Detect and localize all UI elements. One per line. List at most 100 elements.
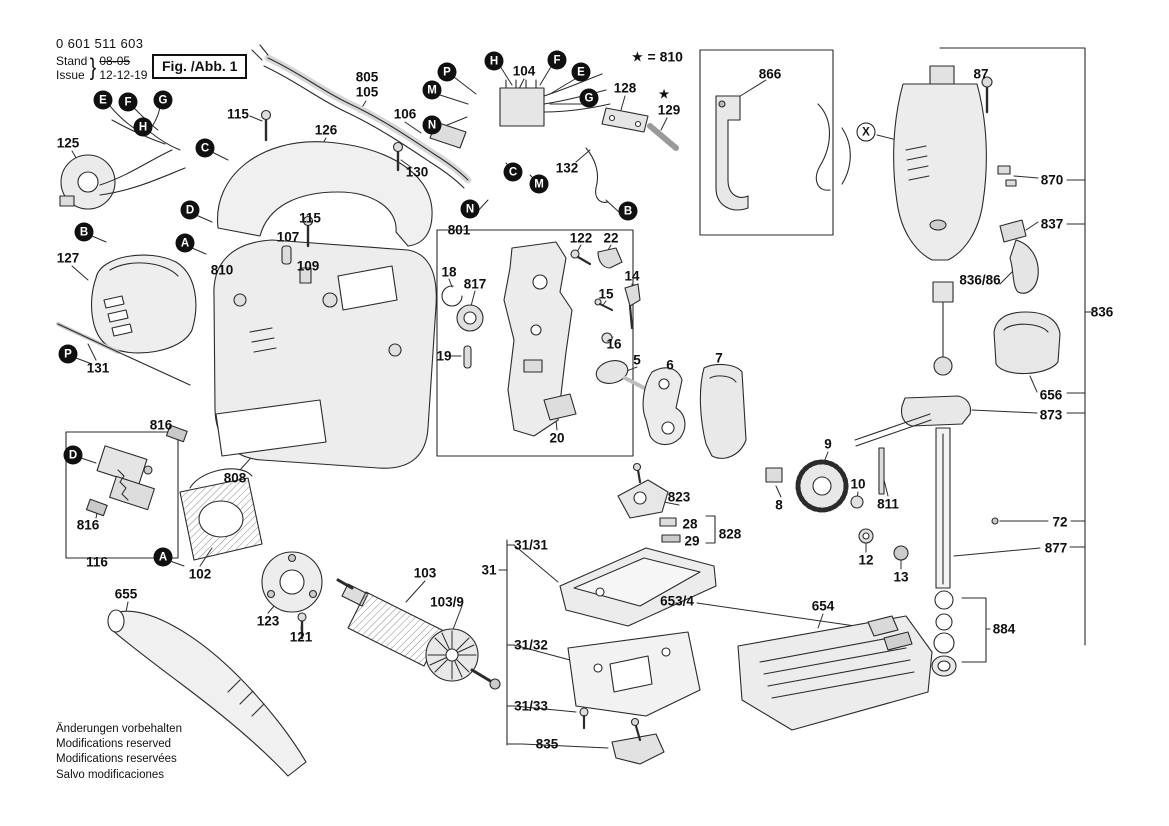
part-number-label: 810 (210, 262, 234, 278)
part-number-label: 126 (314, 122, 338, 138)
part-number-label: 801 (447, 222, 471, 238)
part-number-label: 837 (1040, 216, 1064, 232)
parts-shapes (56, 44, 1061, 777)
part-number-label: 655 (114, 586, 138, 602)
part-number-label: 835 (535, 736, 559, 752)
part-number-label: 107 (276, 229, 300, 245)
part-number-label: 103/9 (430, 594, 464, 610)
part-number-label: 31 (481, 562, 497, 578)
callout-a-badge: A (175, 233, 195, 253)
star-marker: ★ (657, 86, 671, 102)
callout-d-badge: D (63, 445, 83, 465)
leader-lines (71, 64, 1049, 749)
star-legend: ★ = 810 (631, 48, 683, 65)
part-number-label: 130 (405, 164, 429, 180)
part-number-label: 121 (289, 629, 313, 645)
part-number-label: 8 (775, 497, 783, 513)
part-number-label: 16 (606, 336, 622, 352)
part-number-label: 31/32 (514, 637, 548, 653)
callout-h-badge: H (484, 51, 504, 71)
callout-n-badge: N (460, 199, 480, 219)
part-number-label: 31/31 (514, 537, 548, 553)
issue-label: Issue (56, 68, 85, 83)
part-number-label: 823 (667, 489, 691, 505)
part-number-label: 128 (613, 80, 637, 96)
part-number-label: 104 (512, 63, 536, 79)
part-number-label: 5 (633, 352, 641, 368)
group-boxes (65, 47, 1093, 746)
part-number-label: 87 (973, 66, 989, 82)
superseded-date: 08-05 (99, 54, 131, 68)
part-number-label: 123 (256, 613, 280, 629)
footer-line: Modifications reserved (56, 738, 172, 751)
callout-p-badge: P (58, 344, 78, 364)
part-number-label: 14 (624, 268, 640, 284)
part-number-label: 22 (603, 230, 619, 246)
part-number-label: 9 (824, 436, 832, 452)
part-number-label: 13 (893, 569, 909, 585)
figure-label: Fig. /Abb. 1 (152, 54, 248, 79)
title-block: 0 601 511 603 Stand Issue } 08-05 12-12-… (56, 36, 147, 83)
issue-date: 12-12-19 (99, 68, 148, 83)
callout-f-badge: F (547, 50, 567, 70)
part-number-label: 653/4 (660, 593, 694, 609)
part-number-label: 131 (86, 360, 110, 376)
part-number-label: 127 (56, 250, 80, 266)
callout-b-badge: B (74, 222, 94, 242)
callout-d-badge: D (180, 200, 200, 220)
part-number-label: 116 (86, 554, 108, 570)
part-number-label: 72 (1052, 514, 1068, 530)
part-number-label: 884 (992, 621, 1016, 637)
part-number-label: 877 (1044, 540, 1068, 556)
callout-a-badge: A (153, 547, 173, 567)
issue-block: Stand Issue } 08-05 12-12-19 (56, 54, 147, 83)
document-number: 0 601 511 603 (56, 36, 144, 51)
callout-e-badge: E (93, 90, 113, 110)
part-number-label: 125 (56, 135, 80, 151)
part-number-label: 19 (436, 348, 452, 364)
part-number-label: 866 (758, 66, 782, 82)
callout-x-badge: X (856, 122, 876, 142)
part-number-label: 7 (715, 350, 723, 366)
part-number-label: 31/33 (514, 698, 548, 714)
callout-g-badge: G (153, 90, 173, 110)
callout-n-badge: N (422, 115, 442, 135)
callout-c-badge: C (503, 162, 523, 182)
part-number-label: 122 (569, 230, 593, 246)
footer-line: Änderungen vorbehalten (56, 723, 182, 735)
callout-m-badge: M (422, 80, 442, 100)
part-number-label: 816 (76, 517, 100, 533)
part-number-label: 805 (355, 69, 379, 85)
part-number-label: 817 (463, 276, 487, 292)
part-number-label: 115 (227, 106, 249, 122)
part-number-label: 12 (858, 552, 874, 568)
part-number-label: 105 (355, 84, 379, 100)
part-number-label: 870 (1040, 172, 1064, 188)
part-number-label: 106 (393, 106, 417, 122)
part-number-label: 811 (877, 496, 899, 512)
part-number-label: 103 (413, 565, 437, 581)
brace-glyph: } (90, 54, 97, 82)
callout-h-badge: H (133, 117, 153, 137)
part-number-label: 109 (296, 258, 320, 274)
part-number-label: 15 (598, 286, 614, 302)
stand-label: Stand (56, 54, 88, 68)
callout-c-badge: C (195, 138, 215, 158)
part-number-label: 102 (188, 566, 212, 582)
callout-p-badge: P (437, 62, 457, 82)
footer-line: Salvo modificaciones (56, 768, 165, 781)
callout-b-badge: B (618, 201, 638, 221)
part-number-label: 816 (149, 417, 173, 433)
part-number-label: 836 (1090, 304, 1114, 320)
part-number-label: 20 (549, 430, 565, 446)
callout-f-badge: F (118, 92, 138, 112)
part-number-label: 828 (718, 526, 742, 542)
part-number-label: 28 (682, 516, 698, 532)
part-number-label: 836/86 (959, 272, 1001, 288)
part-number-label: 29 (684, 533, 700, 549)
part-number-label: 115 (299, 210, 321, 226)
part-number-label: 808 (223, 470, 247, 486)
part-number-label: 129 (657, 102, 681, 118)
